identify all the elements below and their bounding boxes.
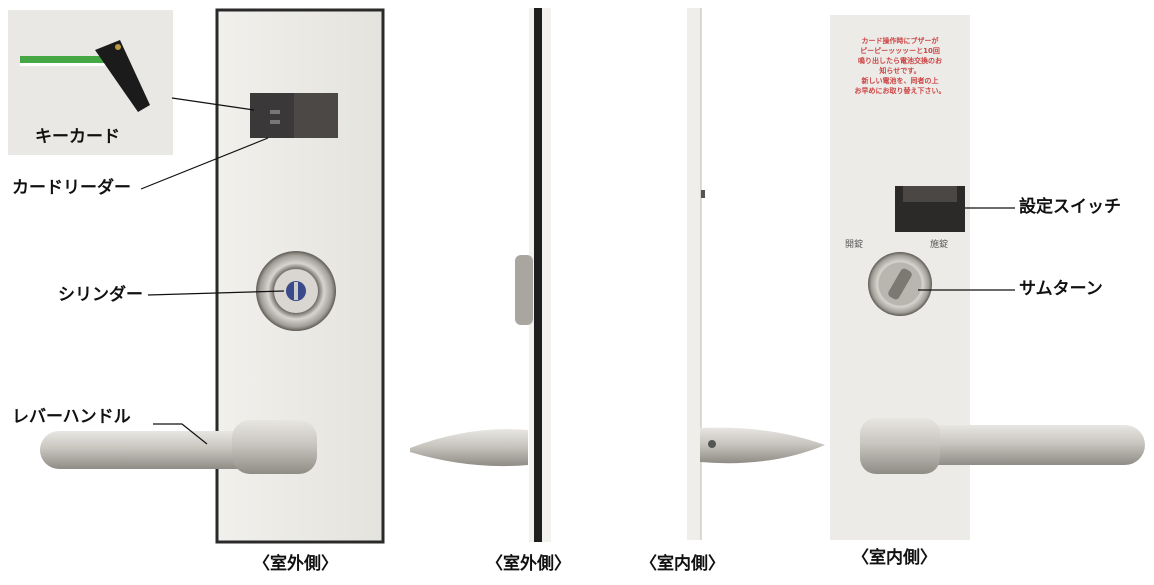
battery-notice: カード操作時にブザーが ピーピーッッッーと10回 鳴り出したら電池交換のお 知ら… [835,36,965,96]
card-reader-label: カードリーダー [12,178,131,198]
thumb-turn-label: サムターン [1019,279,1103,299]
leader-lines [140,97,1015,445]
key-card-inset [8,10,173,155]
notice-line: ピーピーッッッーと10回 [860,47,940,55]
notice-line: 鳴り出したら電池交換のお [858,57,942,65]
setting-switch-label: 設定スイッチ [1019,197,1121,217]
notice-line: お早めにお取り替え下さい。 [854,87,946,95]
thumb-turn-lock-label: 施錠 [930,240,949,250]
thumb-turn-unlock-label: 開錠 [845,240,864,250]
caption-indoor-side: 〈室内側〉 [640,554,725,574]
indoor-front-plate [830,15,1145,540]
lever-handle-label: レバーハンドル [12,407,131,427]
key-card-label: キーカード [35,127,120,147]
cylinder-label: シリンダー [58,285,143,305]
caption-outdoor-side: 〈室外側〉 [486,554,571,574]
outdoor-side-view [410,8,551,542]
notice-line: 新しい電池を、同者の上 [861,77,939,85]
notice-line: カード操作時にブザーが [861,37,939,45]
indoor-side-view [687,8,825,540]
caption-outdoor-front: 〈室外側〉 [253,554,338,574]
outdoor-front-plate [40,8,385,544]
notice-line: 知らせです。 [879,67,921,75]
caption-indoor-front: 〈室内側〉 [852,548,937,568]
